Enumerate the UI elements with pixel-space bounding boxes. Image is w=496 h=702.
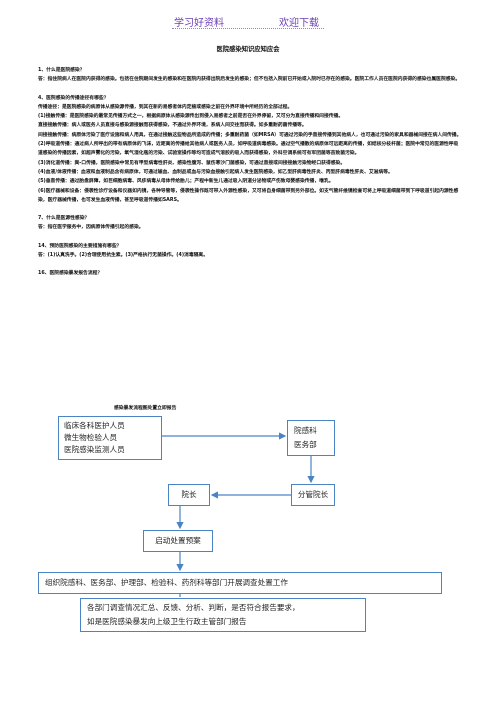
paragraph: (5)垂直传播：通过胎盘屏障，如巨细胞病毒、风疹病毒从母体传给胎儿；产程中新生儿… xyxy=(38,179,334,185)
header-right-text: 欢迎下载 xyxy=(279,18,319,29)
dept-line: 医务部 xyxy=(294,440,317,449)
paragraph-gap xyxy=(38,205,462,214)
paragraph-gap xyxy=(38,233,462,242)
flowchart-caption: 感染暴发流程图处置立即报告 xyxy=(114,406,177,411)
box-infection-dept: 院感科 医务部 xyxy=(287,420,335,456)
flowchart-arrows xyxy=(162,432,315,597)
paragraph: 间接接触传播：病原体污染了医疗设施和病人用具，在通过接触这些物品所造成的传播；多… xyxy=(38,132,462,138)
paragraph-gap xyxy=(38,260,462,269)
box-investigation-report: 各部门调查情况汇总、反馈、分析、判断，是否符合报告要求， 如是医院感染暴发向上级… xyxy=(80,598,366,632)
page-header: 学习好资料 欢迎下载 xyxy=(0,14,496,30)
dept-line: 院感科 xyxy=(294,426,317,435)
staff-line: 医院感染监测人员 xyxy=(64,445,125,454)
paragraph-gap xyxy=(38,85,462,94)
paragraph: (2)呼吸道传播：通过病人所呼出的带有病原体的飞沫，近距离的传播给其他病人或医务… xyxy=(38,142,459,157)
report-flowchart: 感染暴发流程图处置立即报告 临床各科医护人员 微生物检验人员 医院感染监测人员 … xyxy=(0,404,496,702)
box-emergency-plan: 启动处置预案 xyxy=(143,530,213,552)
paragraph: (6)医疗器械和设备：侵袭性诊疗设备和仪器如内镜，各种导管等，侵袭性操作既可带入… xyxy=(38,188,459,203)
paragraph: 答：指在医学服务中，因病原体传播引起的感染。 xyxy=(38,225,144,231)
box-organize-departments: 组织院感科、医务部、护理部、检验科、药剂科等部门开展调查处置工作 xyxy=(38,572,442,594)
box-president: 院长 xyxy=(168,484,210,506)
box-clinical-staff: 临床各科医护人员 微生物检验人员 医院感染监测人员 xyxy=(58,416,162,460)
paragraph: 直接接触传播：病人或医务人员直接与感染源接触而获得感染，不通过外界环境，系病人间… xyxy=(38,123,307,129)
paragraph: (3)消化道传播：粪-口传播，医院感染中常见有甲型病毒性肝炎、感染性腹泻、鼠伤寒… xyxy=(38,160,346,166)
paragraph: 1、什么是医院感染？ xyxy=(38,68,85,73)
paragraph: 7、什么是医源性感染？ xyxy=(38,216,90,222)
document-title: 医院感染知识应知应会 xyxy=(216,46,280,53)
paragraph: 4、医院感染的传播途径有哪些？ xyxy=(38,95,109,101)
paragraph: (4)血液/体液传播：血液和血液制品含有病原体，可通过输血、血制品或血与污染血接… xyxy=(38,169,393,175)
paragraph: 16、医院感染暴发报告流程？ xyxy=(38,271,103,277)
paragraph: 14、预防医院感染的主要措施有哪些？ xyxy=(38,243,122,249)
document-body: 1、什么是医院感染？ 答：指住院病人在医院内获得的感染。包括在住院期间发生的感染和… xyxy=(38,66,462,279)
staff-line: 微生物检验人员 xyxy=(64,433,118,442)
investigate-line: 各部门调查情况汇总、反馈、分析、判断，是否符合报告要求， xyxy=(87,603,300,612)
investigate-line: 如是医院感染暴发向上级卫生行政主管部门报告 xyxy=(87,617,247,626)
paragraph: 答：指住院病人在医院内获得的感染。包括在住院期间发生的感染和在医院内获得出院后发… xyxy=(38,77,461,83)
paragraph: (1)接触传播：是医院感染的最常见传播方式之一，根据病原体从感染源传出到侵入易感… xyxy=(38,114,344,120)
box-vice-president: 分管院长 xyxy=(291,484,335,506)
paragraph: 答：(1)认真洗手。(2)合理使用抗生素。(3)严格执行无菌操作。(4)消毒隔离… xyxy=(38,253,209,259)
staff-line: 临床各科医护人员 xyxy=(64,421,125,430)
paragraph: 传播途径：是医院感染的病原体从感染源传播，到其在新的易感者体内定植或感染之前在外… xyxy=(38,104,293,110)
header-underline xyxy=(172,28,324,29)
header-left-text: 学习好资料 xyxy=(174,18,224,29)
